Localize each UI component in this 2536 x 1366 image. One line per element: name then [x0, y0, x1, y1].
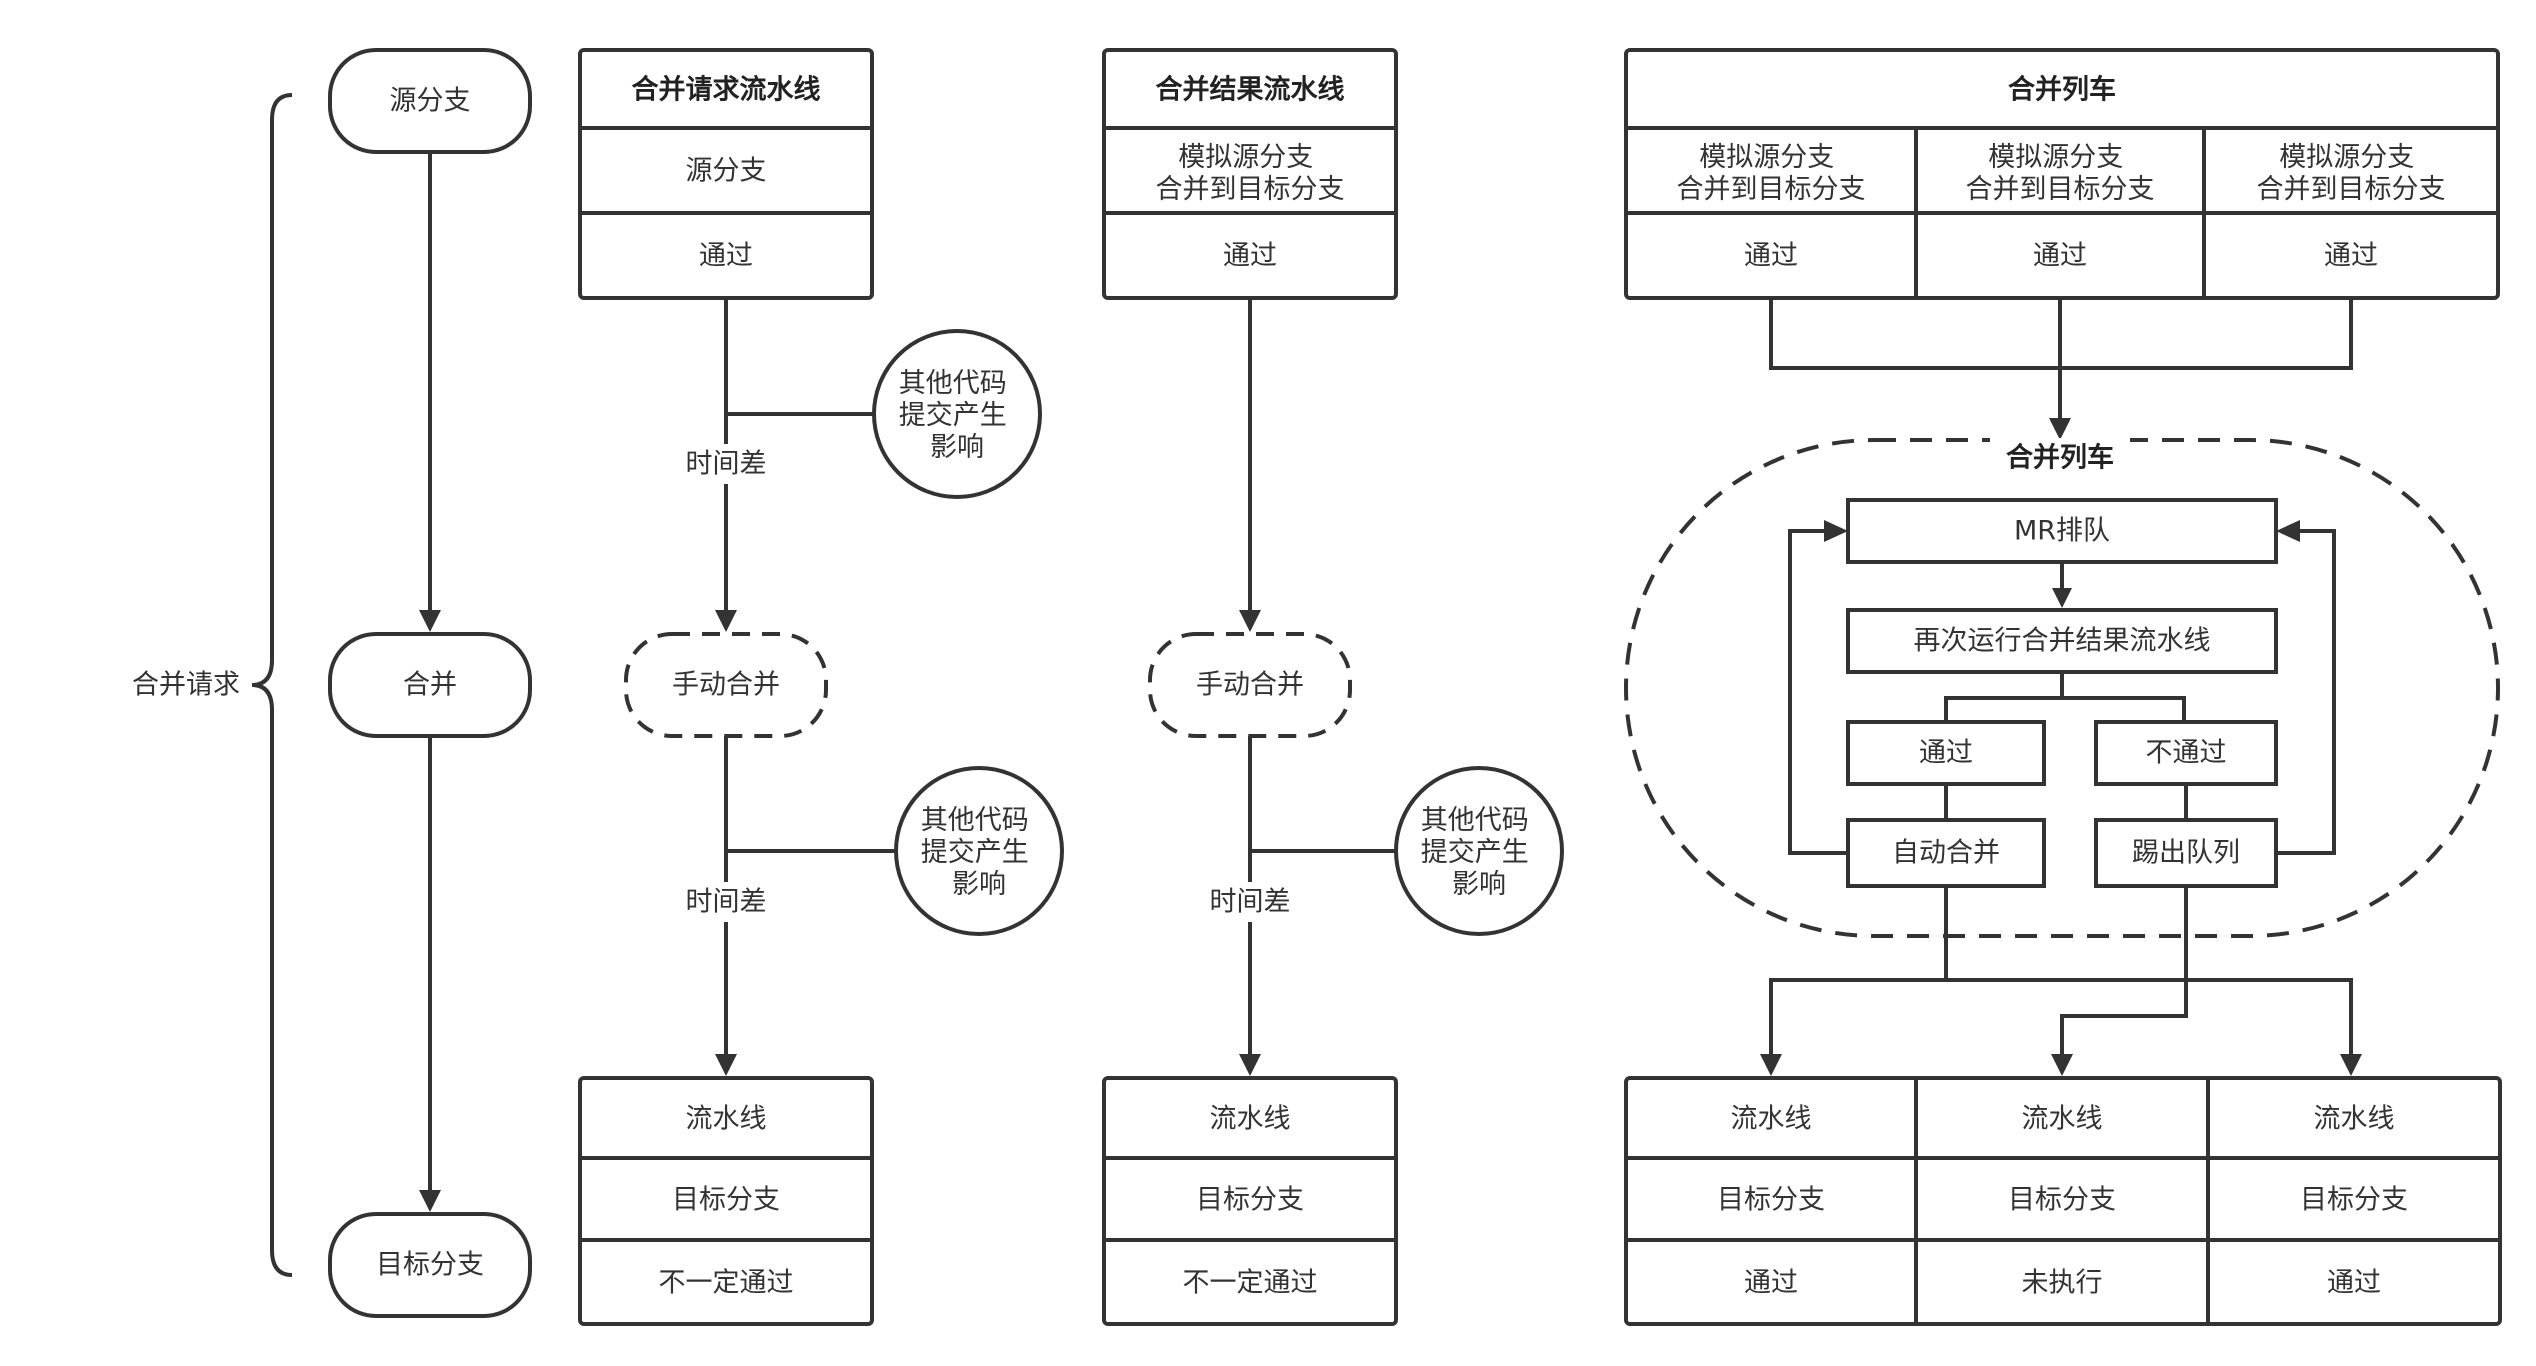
mrp-other-commits-circle [1394, 766, 1564, 936]
time-gap-label-2: 时间差 [686, 887, 767, 918]
train-result-2-branch: 目标分支 [2008, 1185, 2116, 1216]
label-mask [676, 882, 776, 922]
mr-pipeline: 合并请求流水线 源分支 通过 其他代码 提交产生 影响 时间差 手动合并 其他代… [578, 48, 1064, 1326]
other-commits-circle-1 [872, 329, 1042, 499]
target-branch-node [328, 1212, 532, 1318]
mrp-manual-merge-label: 手动合并 [1196, 670, 1304, 701]
merge-result-pipeline: 合并结果流水线 模拟源分支 合并到目标分支 通过 手动合并 其他代码 提交产生 … [1102, 48, 1564, 1326]
arrowhead [715, 1054, 737, 1076]
arrowhead [715, 610, 737, 632]
mrp-result-target-branch: 目标分支 [1196, 1185, 1304, 1216]
train-result-1-pipeline: 流水线 [1731, 1104, 1812, 1135]
arrowhead [2051, 1054, 2073, 1076]
auto-merge-loop [1788, 529, 1848, 855]
mrp-pass: 通过 [1223, 241, 1277, 272]
pass-label: 通过 [1919, 738, 1973, 769]
auto-merge-box [1846, 818, 2046, 888]
label-mask [1200, 882, 1300, 922]
mr-pipeline-source: 源分支 [686, 156, 767, 187]
train-result-2-status: 未执行 [2022, 1268, 2103, 1299]
mrp-title: 合并结果流水线 [1156, 74, 1345, 106]
rerun-pipeline-label: 再次运行合并结果流水线 [1914, 626, 2211, 657]
train-col-1-desc: 模拟源分支 合并到目标分支 [1677, 142, 1866, 205]
arrowhead [1239, 1054, 1261, 1076]
auto-merge-label: 自动合并 [1892, 838, 2000, 869]
source-branch-label: 源分支 [390, 86, 471, 117]
arrowhead [419, 1190, 441, 1212]
fail-label: 不通过 [2146, 738, 2227, 769]
result-status: 不一定通过 [659, 1268, 794, 1299]
arrowhead [2049, 418, 2071, 440]
result-pipeline: 流水线 [686, 1104, 767, 1135]
kick-out-label: 踢出队列 [2132, 838, 2240, 869]
rerun-pipeline-box [1846, 608, 2278, 674]
other-commits-text-2: 其他代码 提交产生 影响 [921, 805, 1038, 900]
train-result-3-branch: 目标分支 [2300, 1185, 2408, 1216]
train-col-3-desc: 模拟源分支 合并到目标分支 [2257, 142, 2446, 205]
kick-out-output [2060, 886, 2188, 1056]
merge-train-result-table [1624, 1076, 2502, 1326]
merge-train-group-title: 合并列车 [2006, 442, 2114, 474]
mrp-result-pipeline: 流水线 [1210, 1104, 1291, 1135]
brace-label: 合并请求 [132, 670, 240, 701]
train-col-1-status: 通过 [1744, 241, 1798, 272]
arrowhead [1239, 610, 1261, 632]
label-mask [1990, 438, 2130, 478]
mrp-other-commits-text: 其他代码 提交产生 影响 [1421, 805, 1538, 900]
arrowhead [1824, 520, 1848, 542]
target-branch-label: 目标分支 [376, 1250, 484, 1281]
rerun-branch-connector [1944, 672, 2186, 722]
mr-pipeline-title: 合并请求流水线 [632, 74, 821, 106]
merge-request-brace [251, 93, 293, 1277]
train-result-1-status: 通过 [1744, 1268, 1798, 1299]
mrp-simulated-merge: 模拟源分支 合并到目标分支 [1156, 142, 1345, 205]
train-result-3-status: 通过 [2327, 1268, 2381, 1299]
other-commits-circle-2 [894, 766, 1064, 936]
result-target-branch: 目标分支 [672, 1185, 780, 1216]
kick-out-loop [2276, 529, 2336, 855]
time-gap-label-1: 时间差 [686, 449, 767, 480]
arrowhead [1760, 1054, 1782, 1076]
train-result-3-pipeline: 流水线 [2314, 1104, 2395, 1135]
mrp-result-table [1102, 1076, 1398, 1326]
label-mask [676, 444, 776, 484]
arrowhead [2276, 520, 2300, 542]
mr-pipeline-result-table [578, 1076, 874, 1326]
arrowhead [2340, 1054, 2362, 1076]
manual-merge-label: 手动合并 [672, 670, 780, 701]
mr-queue-label: MR排队 [2014, 516, 2110, 547]
mrp-result-status: 不一定通过 [1183, 1268, 1318, 1299]
pass-box [1846, 720, 2046, 786]
merge-label: 合并 [403, 670, 457, 701]
train-result-2-pipeline: 流水线 [2022, 1104, 2103, 1135]
arrowhead [419, 610, 441, 632]
merge-train: 合并列车 模拟源分支 合并到目标分支 模拟源分支 合并到目标分支 模拟源分支 合… [1624, 48, 2502, 1326]
train-col-2-desc: 模拟源分支 合并到目标分支 [1966, 142, 2155, 205]
auto-merge-output [1769, 886, 2353, 1056]
mrp-time-gap-label: 时间差 [1210, 887, 1291, 918]
train-col-3-status: 通过 [2324, 241, 2378, 272]
train-result-1-branch: 目标分支 [1717, 1185, 1825, 1216]
other-commits-text-1: 其他代码 提交产生 影响 [899, 368, 1016, 463]
mr-pipeline-pass: 通过 [699, 241, 753, 272]
merge-train-title: 合并列车 [2008, 74, 2116, 106]
left-flow: 合并请求 源分支 合并 目标分支 [132, 48, 532, 1318]
train-col-2-status: 通过 [2033, 241, 2087, 272]
arrowhead [2052, 588, 2072, 608]
